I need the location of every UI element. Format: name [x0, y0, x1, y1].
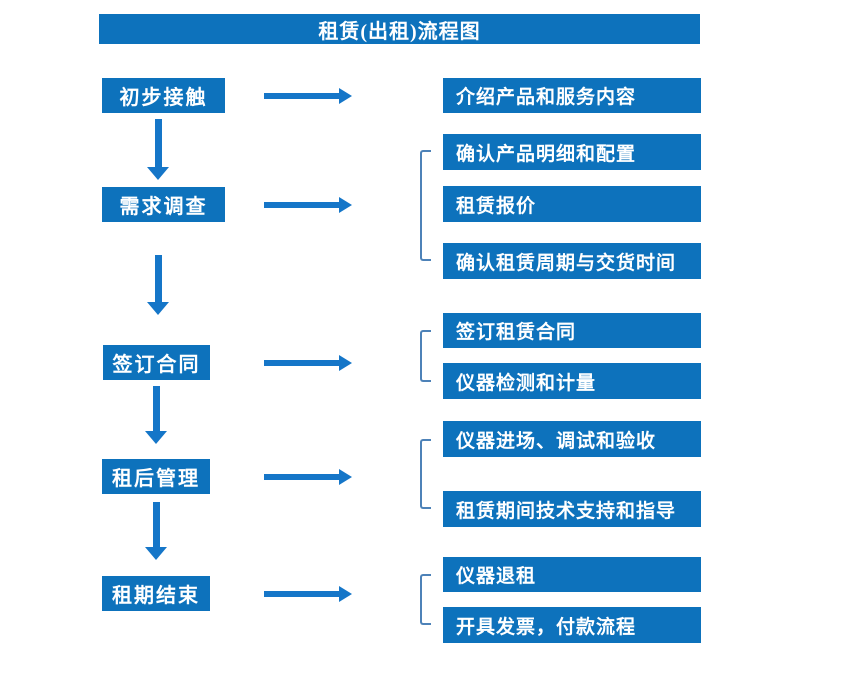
- right-arrow-icon: [264, 354, 352, 371]
- group-bracket-icon: [420, 574, 431, 625]
- down-arrow-icon: [147, 119, 169, 180]
- step-box-initial-contact: 初步接触: [102, 78, 225, 113]
- right-arrow-icon: [264, 585, 352, 602]
- right-arrow-icon: [264, 87, 352, 104]
- output-box-introduce-products: 介绍产品和服务内容: [443, 78, 701, 113]
- group-bracket-icon: [420, 150, 431, 261]
- output-box-sign-rental-contract: 签订租赁合同: [443, 313, 701, 348]
- step-box-post-rental-management: 租后管理: [102, 459, 210, 494]
- output-box-instrument-testing: 仪器检测和计量: [443, 363, 701, 399]
- right-arrow-icon: [264, 196, 352, 213]
- output-box-invoice-payment: 开具发票，付款流程: [443, 607, 701, 643]
- output-box-instrument-return: 仪器退租: [443, 557, 701, 592]
- down-arrow-icon: [145, 386, 167, 444]
- right-arrow-icon: [264, 468, 352, 485]
- down-arrow-icon: [147, 255, 169, 315]
- diagram-title: 租赁(出租)流程图: [99, 14, 700, 44]
- output-box-rental-quote: 租赁报价: [443, 186, 701, 222]
- step-box-rental-end: 租期结束: [102, 576, 210, 611]
- output-box-confirm-period-delivery: 确认租赁周期与交货时间: [443, 243, 701, 279]
- output-box-instrument-setup-acceptance: 仪器进场、调试和验收: [443, 421, 701, 457]
- group-bracket-icon: [420, 439, 431, 509]
- step-box-sign-contract: 签订合同: [103, 345, 210, 380]
- step-box-demand-survey: 需求调查: [102, 187, 225, 222]
- group-bracket-icon: [420, 330, 431, 382]
- down-arrow-icon: [145, 502, 167, 560]
- output-box-confirm-details: 确认产品明细和配置: [443, 134, 701, 170]
- output-box-tech-support: 租赁期间技术支持和指导: [443, 491, 701, 527]
